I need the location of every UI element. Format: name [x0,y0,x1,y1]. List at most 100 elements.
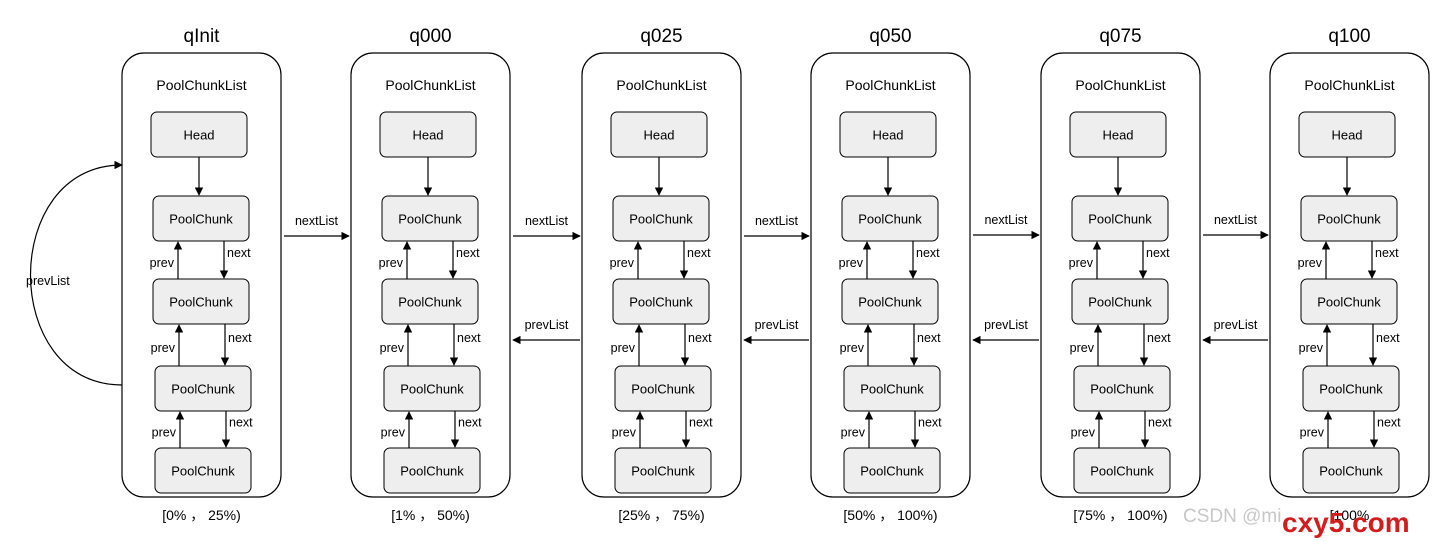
pool-chunk-label: PoolChunk [400,382,464,397]
pool-chunk-list-label: PoolChunkList [1075,77,1165,93]
pool-chunk-label: PoolChunk [169,295,233,310]
next-list-label: nextList [755,214,799,228]
pool-chunk-label: PoolChunk [860,464,924,479]
chunk-list-q000: q000PoolChunkListHeadPoolChunkPoolChunkP… [350,26,511,523]
head-label: Head [1331,128,1362,143]
pool-chunk-node [841,278,939,325]
usage-range-label: [100% [1330,507,1370,523]
pool-chunk-node [152,195,250,242]
prev-label: prev [1299,341,1324,355]
pool-chunk-node [612,278,710,325]
pool-chunk-label: PoolChunk [631,382,695,397]
list-link: nextList [284,214,350,241]
prev-label: prev [1300,426,1325,440]
pool-chunk-node [843,447,941,494]
prev-label: prev [612,426,637,440]
next-list-label: nextList [525,214,569,228]
next-label: next [689,416,713,430]
pool-chunk-node [1300,278,1398,325]
pool-chunk-label: PoolChunk [171,382,235,397]
prev-label: prev [610,256,635,270]
next-label: next [1377,416,1401,430]
pool-chunk-label: PoolChunk [1088,295,1152,310]
next-label: next [228,331,252,345]
pool-chunk-label: PoolChunk [1090,464,1154,479]
pool-chunk-label: PoolChunk [1317,212,1381,227]
pool-chunk-label: PoolChunk [171,464,235,479]
pool-chunk-label: PoolChunk [398,212,462,227]
chunk-list-q050: q050PoolChunkListHeadPoolChunkPoolChunkP… [810,26,971,523]
usage-range-label: [50% ， 100%) [843,507,937,523]
pool-chunk-node [381,278,479,325]
next-label: next [917,331,941,345]
pool-chunk-label: PoolChunk [400,464,464,479]
list-link: nextList prevList [512,214,581,345]
list-title: q000 [409,26,451,47]
pool-chunk-label: PoolChunk [629,212,693,227]
usage-range-label: [75% ， 100%) [1073,507,1167,523]
watermark-csdn: CSDN @mi [1183,506,1281,527]
chunk-list-q100: q100PoolChunkListHeadPoolChunkPoolChunkP… [1269,26,1430,523]
pool-chunk-node [383,365,481,412]
pool-chunk-label: PoolChunk [1088,212,1152,227]
prev-label: prev [840,341,865,355]
list-title: q100 [1328,26,1370,47]
pool-chunk-node [154,447,252,494]
next-label: next [918,416,942,430]
pool-chunk-list-label: PoolChunkList [616,77,706,93]
next-label: next [1376,331,1400,345]
usage-range-label: [0% ， 25%) [162,507,241,523]
next-list-label: nextList [295,214,339,228]
prev-label: prev [152,426,177,440]
pool-chunk-node [614,447,712,494]
pool-chunk-label: PoolChunk [631,464,695,479]
pool-chunk-node [841,195,939,242]
next-label: next [688,331,712,345]
qinit-prevlist-loop-line [29,160,123,386]
prev-label: prev [381,426,406,440]
prev-label: prev [1071,426,1096,440]
prev-label: prev [611,341,636,355]
pool-chunk-list-label: PoolChunkList [845,77,935,93]
pool-chunk-node [1300,195,1398,242]
prev-list-label: prevList [525,318,569,332]
usage-range-label: [25% ， 75%) [618,507,704,523]
pool-chunk-node [381,195,479,242]
list-title: q050 [869,26,911,47]
prev-label: prev [379,256,404,270]
next-label: next [457,331,481,345]
pool-chunk-label: PoolChunk [1090,382,1154,397]
head-label: Head [643,128,674,143]
pool-chunk-node [383,447,481,494]
qinit-prevlist-loop: prevList [26,160,123,386]
prev-label: prev [1298,256,1323,270]
next-label: next [1146,246,1170,260]
list-title: q025 [640,26,682,47]
prev-label: prev [150,256,175,270]
pool-chunk-list-label: PoolChunkList [385,77,475,93]
pool-chunk-node [614,365,712,412]
prev-label: prev [380,341,405,355]
pool-chunk-node [154,365,252,412]
pool-chunk-node [1302,365,1400,412]
list-title: qInit [184,26,221,47]
next-list-label: nextList [984,213,1028,227]
pool-chunk-node [1073,365,1171,412]
pool-chunk-node [843,365,941,412]
next-label: next [1147,331,1171,345]
list-title: q075 [1099,26,1141,47]
prev-label: prev [839,256,864,270]
next-label: next [456,246,480,260]
pool-chunk-label: PoolChunk [1319,382,1383,397]
next-label: next [229,416,253,430]
next-label: next [458,416,482,430]
prev-label: prev [1069,256,1094,270]
prev-list-label: prevList [1214,318,1258,332]
chunk-list-qinit: qInitPoolChunkListHeadPoolChunkPoolChunk… [121,26,282,523]
pool-chunk-node [612,195,710,242]
pool-chunk-list-label: PoolChunkList [1304,77,1394,93]
